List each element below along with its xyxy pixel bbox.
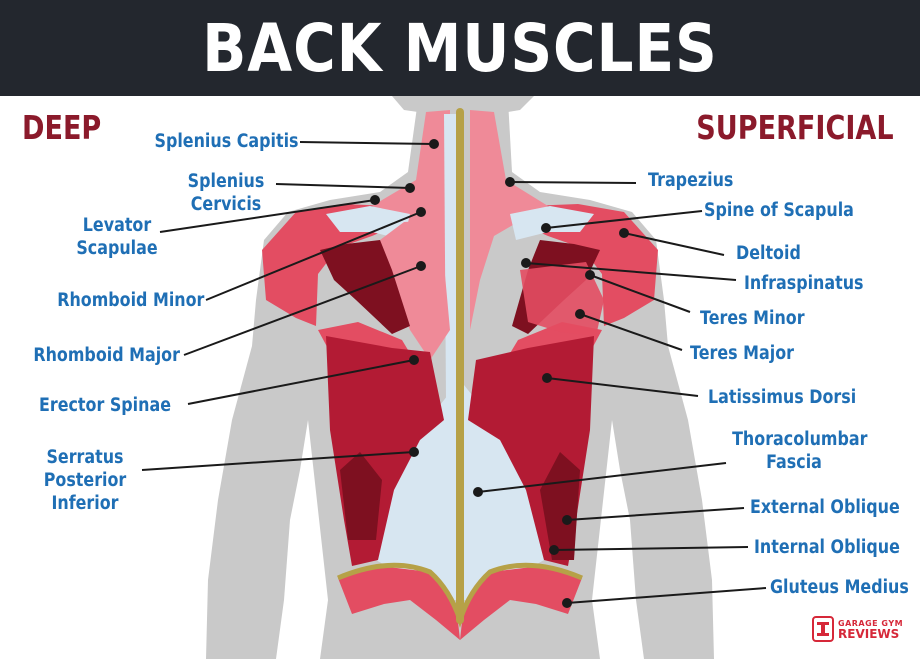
label-line: Inferior bbox=[51, 493, 119, 514]
brand-logo: GARAGE GYM REVIEWS bbox=[812, 614, 916, 644]
label-internal-oblique: Internal Oblique bbox=[754, 536, 900, 559]
label-text: Teres Major bbox=[690, 343, 794, 364]
label-line: Scapulae bbox=[76, 238, 158, 259]
splenius-shape bbox=[372, 110, 450, 330]
label-rhomboid-minor: Rhomboid Minor bbox=[57, 289, 204, 312]
label-deltoid: Deltoid bbox=[736, 242, 801, 265]
rhomboid-shape bbox=[380, 220, 450, 360]
label-text: Teres Minor bbox=[700, 308, 805, 329]
label-line: Thoracolumbar bbox=[732, 429, 868, 450]
label-text: Rhomboid Minor bbox=[57, 290, 205, 311]
label-erector-spinae: Erector Spinae bbox=[39, 394, 171, 417]
label-spine-of-scapula: Spine of Scapula bbox=[704, 199, 854, 222]
label-line: Cervicis bbox=[190, 194, 262, 215]
label-levator-scapulae: Levator Scapulae bbox=[70, 214, 165, 260]
label-trapezius: Trapezius bbox=[648, 169, 733, 192]
trapezius-shape bbox=[470, 110, 548, 330]
label-line: Splenius bbox=[187, 171, 265, 192]
label-line: Levator bbox=[82, 215, 152, 236]
label-text: Gluteus Medius bbox=[770, 577, 909, 598]
label-text: Splenius Capitis bbox=[154, 131, 299, 152]
label-text: External Oblique bbox=[750, 497, 900, 518]
label-splenius-capitis: Splenius Capitis bbox=[155, 130, 299, 153]
label-serratus-posterior-inferior: Serratus Posterior Inferior bbox=[38, 446, 133, 515]
label-infraspinatus: Infraspinatus bbox=[744, 272, 864, 295]
label-latissimus-dorsi: Latissimus Dorsi bbox=[708, 386, 856, 409]
label-text: Deltoid bbox=[736, 243, 801, 264]
label-text: Spine of Scapula bbox=[704, 200, 854, 221]
label-line: Posterior bbox=[43, 470, 127, 491]
gluteus-shapes bbox=[338, 566, 582, 640]
superficial-section-label: SUPERFICIAL bbox=[696, 108, 894, 147]
deep-section-label: DEEP bbox=[22, 108, 102, 147]
label-text: Erector Spinae bbox=[38, 395, 172, 416]
label-thoracolumbar-fascia: Thoracolumbar Fascia bbox=[732, 428, 868, 474]
label-teres-minor: Teres Minor bbox=[700, 307, 805, 330]
label-text: Internal Oblique bbox=[754, 537, 900, 558]
oblique-shapes bbox=[340, 452, 580, 560]
label-text: Rhomboid Major bbox=[33, 345, 180, 366]
label-gluteus-medius: Gluteus Medius bbox=[770, 576, 909, 599]
label-text: Latissimus Dorsi bbox=[708, 387, 857, 408]
label-text: Trapezius bbox=[648, 170, 734, 191]
label-line: Serratus bbox=[46, 447, 124, 468]
label-splenius-cervicis: Splenius Cervicis bbox=[183, 170, 269, 216]
page-title: BACK MUSCLES bbox=[202, 9, 718, 87]
label-rhomboid-major: Rhomboid Major bbox=[33, 344, 180, 367]
label-line: Fascia bbox=[766, 452, 822, 473]
label-external-oblique: External Oblique bbox=[750, 496, 900, 519]
leader-lines bbox=[141, 139, 767, 608]
brand-line-1: GARAGE GYM bbox=[838, 619, 904, 628]
brand-line-2: REVIEWS bbox=[838, 627, 900, 641]
header-bar: BACK MUSCLES bbox=[0, 0, 920, 96]
label-text: Infraspinatus bbox=[744, 273, 864, 294]
label-teres-major: Teres Major bbox=[690, 342, 794, 365]
dumbbell-rack-icon bbox=[812, 616, 834, 642]
